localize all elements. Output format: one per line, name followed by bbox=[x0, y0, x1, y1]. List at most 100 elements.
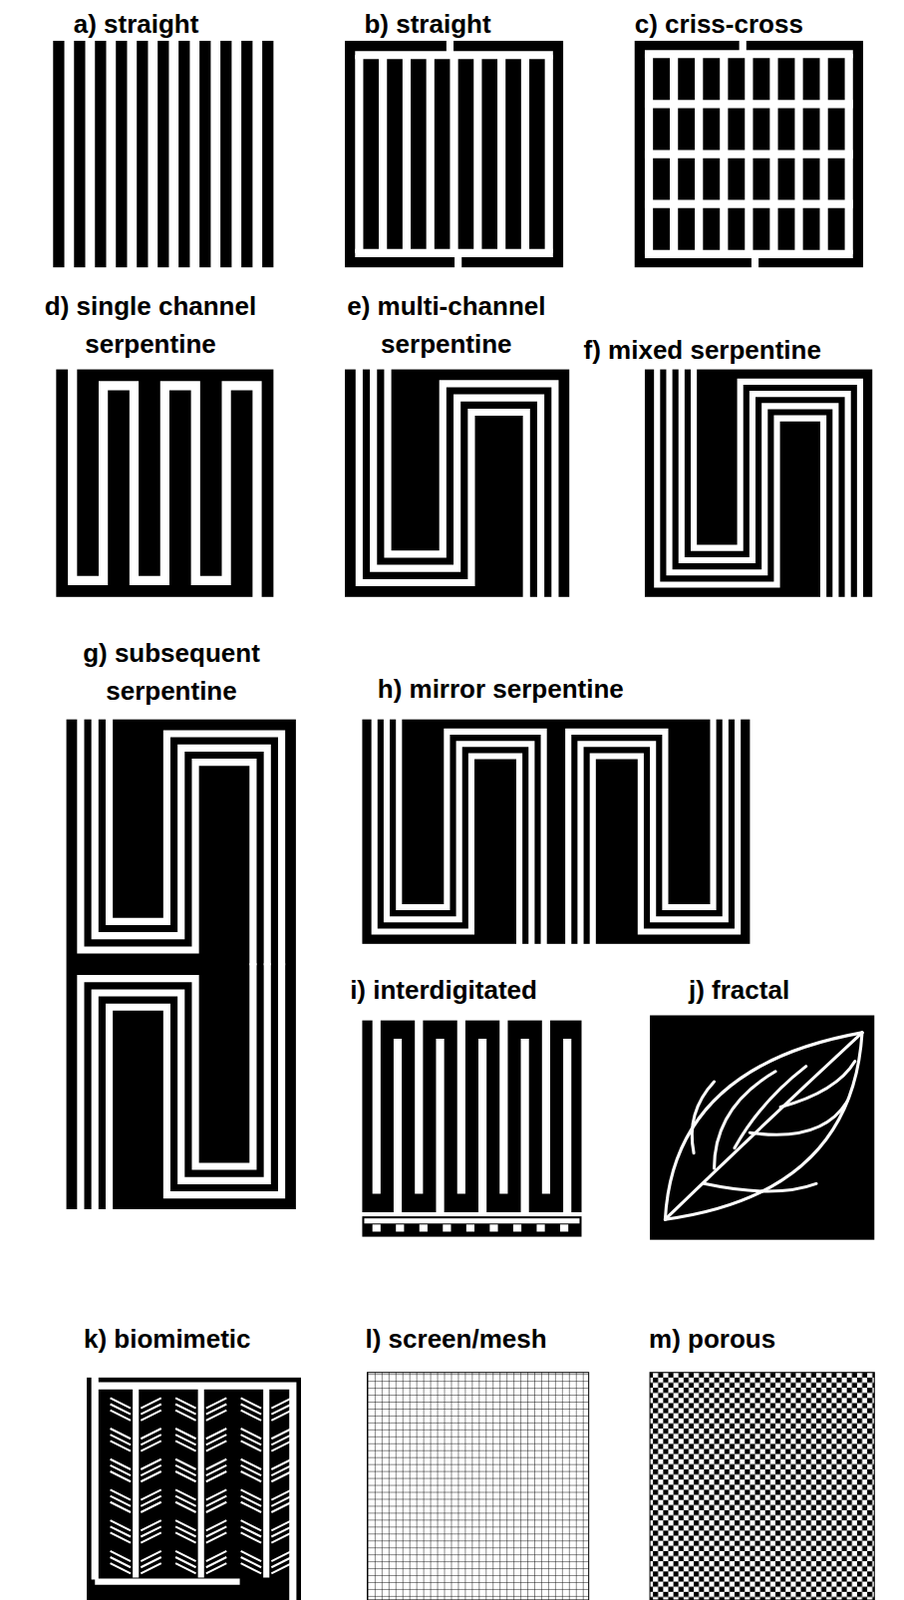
mixed-serpentine-flow-field bbox=[644, 368, 873, 599]
straight-flow-field bbox=[52, 40, 274, 268]
flow-channel bbox=[140, 1562, 161, 1573]
flow-channel bbox=[354, 54, 363, 254]
flow-channel bbox=[644, 53, 653, 255]
flow-channel bbox=[241, 1471, 262, 1482]
panel-ground bbox=[634, 40, 864, 268]
flow-channel bbox=[542, 1019, 551, 1195]
flow-channel bbox=[769, 53, 778, 255]
flow-channel bbox=[446, 39, 454, 55]
flow-channel bbox=[521, 54, 530, 254]
straight-manifold-flow-field bbox=[344, 39, 564, 269]
leaf-vein-channel bbox=[664, 1032, 863, 1219]
flow-channel bbox=[175, 1440, 196, 1451]
channel-section bbox=[466, 1223, 475, 1231]
flow-channel bbox=[751, 254, 759, 269]
flow-channel bbox=[110, 1502, 131, 1512]
serpentine-block bbox=[568, 718, 738, 945]
rib-bar bbox=[262, 40, 274, 268]
flow-channel bbox=[140, 1471, 161, 1482]
rib-bar bbox=[241, 40, 253, 268]
flow-channel bbox=[241, 1562, 262, 1573]
flow-channel bbox=[263, 1385, 270, 1577]
flow-channel bbox=[373, 368, 542, 599]
flow-channel bbox=[694, 53, 703, 255]
flow-channel bbox=[426, 54, 435, 254]
flow-channel bbox=[271, 1531, 292, 1542]
flow-channel bbox=[206, 1410, 227, 1421]
pattern-label: j) fractal bbox=[688, 970, 790, 1009]
flow-channel bbox=[398, 718, 544, 945]
flow-channel bbox=[110, 1410, 131, 1421]
pattern-label: l) screen/mesh bbox=[364, 1319, 547, 1358]
flow-channel bbox=[794, 53, 803, 255]
flow-channel bbox=[435, 1038, 444, 1213]
interdigitated-flow-field bbox=[361, 1019, 582, 1237]
subsequent-serpentine-flow-field bbox=[66, 718, 297, 1210]
flow-channel bbox=[387, 368, 556, 599]
porous-texture bbox=[649, 1372, 875, 1600]
flow-channel bbox=[271, 1471, 292, 1482]
flow-channel bbox=[845, 53, 854, 255]
flow-channel bbox=[110, 1471, 131, 1482]
flow-channel bbox=[454, 253, 462, 269]
flow-channel bbox=[94, 962, 268, 1210]
flow-channel bbox=[109, 718, 283, 966]
flow-channel bbox=[94, 1578, 240, 1585]
leaf-vein-channel bbox=[691, 1081, 714, 1154]
flow-channel bbox=[499, 1019, 508, 1195]
flow-channel bbox=[72, 368, 258, 599]
rib-bar bbox=[52, 40, 64, 268]
flow-channel bbox=[175, 1531, 196, 1542]
flow-channel bbox=[545, 54, 554, 254]
flow-channel bbox=[497, 54, 506, 254]
panel-ground bbox=[344, 40, 564, 268]
single-serpentine-flow-field bbox=[55, 368, 274, 599]
flow-channel bbox=[414, 1019, 423, 1195]
multi-serpentine-flow-field bbox=[344, 368, 570, 599]
pattern-label: i) interdigitated bbox=[349, 970, 538, 1009]
pattern-label: c) criss-cross bbox=[634, 4, 804, 43]
panel-ground bbox=[86, 1377, 302, 1600]
flow-channel bbox=[140, 1502, 161, 1512]
flow-channel bbox=[820, 53, 829, 255]
serpentine-block bbox=[80, 962, 283, 1210]
flow-channel bbox=[241, 1440, 262, 1451]
flow-channel bbox=[206, 1502, 227, 1512]
flow-channel bbox=[521, 1038, 530, 1213]
flow-channel bbox=[693, 368, 861, 599]
flow-channel bbox=[563, 1038, 572, 1213]
flow-channel bbox=[140, 1440, 161, 1451]
leaf-vein-channel bbox=[714, 1071, 776, 1169]
rib-bar bbox=[94, 40, 106, 268]
pattern-label: m) porous bbox=[648, 1319, 776, 1358]
leaf-vein-channel bbox=[749, 1101, 847, 1135]
channel-section bbox=[419, 1223, 428, 1231]
porous-border bbox=[649, 1372, 875, 1600]
flow-channel bbox=[669, 53, 678, 255]
flow-channel bbox=[140, 1410, 161, 1421]
rib-bar bbox=[73, 40, 85, 268]
flow-channel bbox=[175, 1502, 196, 1512]
channel-section bbox=[442, 1223, 451, 1231]
biomimetic-flow-field bbox=[86, 1376, 302, 1600]
mirror-serpentine-flow-field bbox=[361, 718, 750, 945]
flow-channel bbox=[449, 54, 458, 254]
flow-channel bbox=[206, 1531, 227, 1542]
flow-channel bbox=[206, 1440, 227, 1451]
channel-section bbox=[536, 1223, 545, 1231]
rib-bar bbox=[178, 40, 190, 268]
flow-channel bbox=[393, 1038, 402, 1213]
channel-section bbox=[395, 1223, 404, 1231]
flow-channel bbox=[175, 1471, 196, 1482]
mesh-border bbox=[367, 1372, 590, 1600]
flow-channel bbox=[110, 1562, 131, 1573]
flow-channel bbox=[140, 1531, 161, 1542]
channel-section bbox=[489, 1223, 498, 1231]
flow-channel bbox=[457, 1019, 466, 1195]
criss-cross-flow-field bbox=[634, 39, 864, 269]
flow-channel bbox=[241, 1531, 262, 1542]
flow-channel bbox=[80, 962, 254, 1210]
flow-channel bbox=[372, 1019, 381, 1195]
mesh-grid bbox=[367, 1372, 590, 1600]
